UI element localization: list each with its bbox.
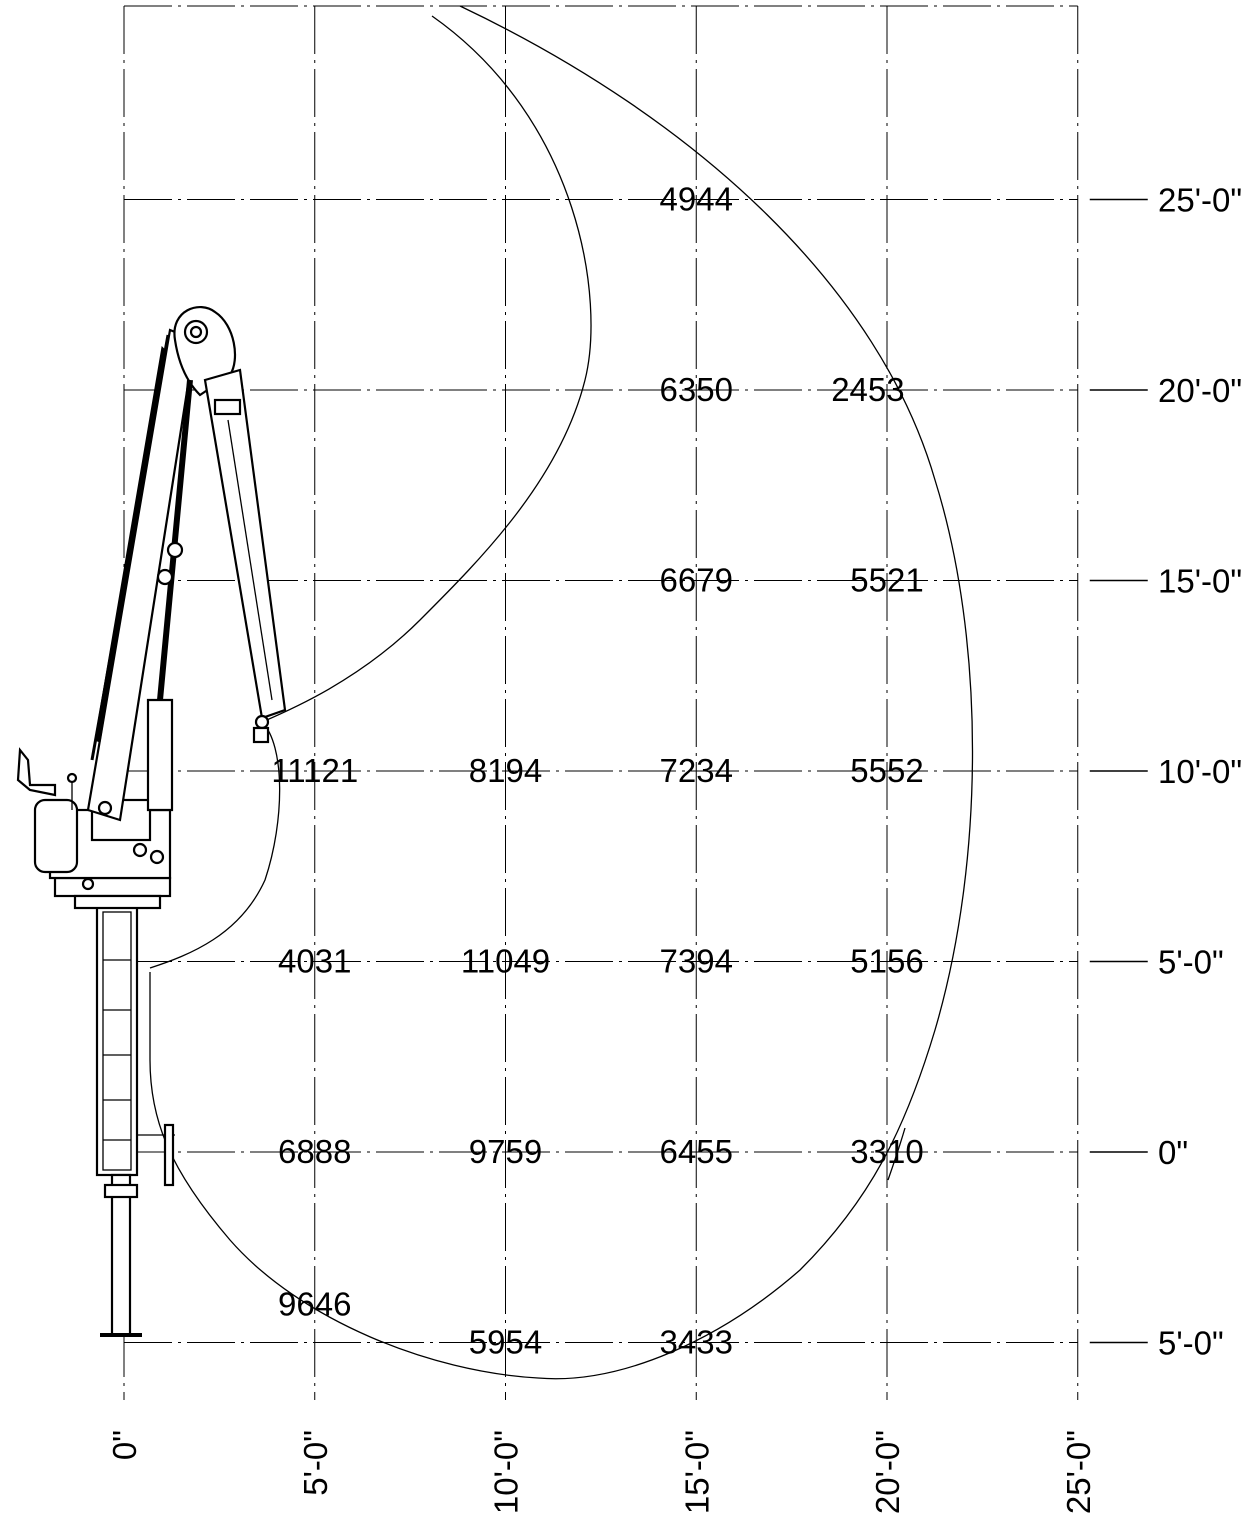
inner-envelope-curve [261, 15, 592, 723]
x-tick-label-0: 0" [106, 1430, 143, 1460]
x-tick-label-5: 25'-0" [1060, 1430, 1097, 1514]
y-tick-label-5: 0" [1158, 1134, 1188, 1171]
x-tick-label-4: 20'-0" [869, 1430, 906, 1514]
capacity-label-4: 5521 [850, 562, 923, 599]
x-axis-labels: 0" 5'-0" 10'-0" 15'-0" 20'-0" 25'-0" [106, 1430, 1097, 1514]
outer-boom [203, 368, 287, 720]
capacity-label-3: 6679 [660, 562, 733, 599]
grid-lines [123, 5, 1079, 1400]
capacity-label-17: 9646 [278, 1285, 351, 1322]
mast-tube [110, 1173, 132, 1337]
main-boom [86, 328, 197, 822]
y-tick-label-1: 20'-0" [1158, 372, 1242, 409]
operator-seat [16, 747, 57, 797]
capacity-label-7: 7234 [660, 752, 733, 789]
y-tick-label-2: 15'-0" [1158, 563, 1242, 600]
capacity-labels: 4944 6350 2453 6679 5521 11121 8194 7234 5552 403… [271, 181, 923, 1361]
capacity-label-0: 4944 [660, 181, 733, 218]
x-tick-label-3: 15'-0" [678, 1430, 715, 1514]
capacity-label-2: 2453 [831, 371, 904, 408]
capacity-label-16: 3310 [850, 1133, 923, 1170]
lift-cylinder [146, 698, 174, 812]
crane-illustration [16, 305, 287, 1337]
capacity-label-12: 5156 [850, 943, 923, 980]
capacity-label-18: 5954 [469, 1324, 542, 1361]
reach-envelope [149, 5, 974, 1380]
capacity-label-5: 11121 [271, 752, 358, 789]
capacity-label-13: 6888 [278, 1133, 351, 1170]
y-tick-label-0: 25'-0" [1158, 182, 1242, 219]
capacity-label-9: 4031 [278, 943, 351, 980]
y-tick-label-4: 5'-0" [1158, 944, 1224, 981]
base-flange [53, 876, 172, 898]
outer-envelope-curve [149, 5, 974, 1380]
operator-cab [33, 798, 79, 874]
capacity-label-14: 9759 [469, 1133, 542, 1170]
x-tick-label-1: 5'-0" [297, 1430, 334, 1496]
y-tick-label-3: 10'-0" [1158, 753, 1242, 790]
capacity-label-8: 5552 [850, 752, 923, 789]
capacity-label-15: 6455 [660, 1133, 733, 1170]
y-axis-ticks [1089, 198, 1148, 1344]
capacity-label-10: 11049 [461, 943, 550, 980]
y-axis-labels: 25'-0" 20'-0" 15'-0" 10'-0" 5'-0" 0" 5'-0" [1158, 182, 1242, 1362]
capacity-label-19: 3433 [660, 1324, 733, 1361]
capacity-label-1: 6350 [660, 371, 733, 408]
tip-detail [887, 1127, 906, 1181]
capacity-label-11: 7394 [660, 943, 733, 980]
hook-point [254, 714, 270, 730]
lower-hook-curve [149, 721, 281, 969]
capacity-label-6: 8194 [469, 752, 542, 789]
x-tick-label-2: 10'-0" [488, 1430, 525, 1514]
y-tick-label-6: 5'-0" [1158, 1325, 1224, 1362]
